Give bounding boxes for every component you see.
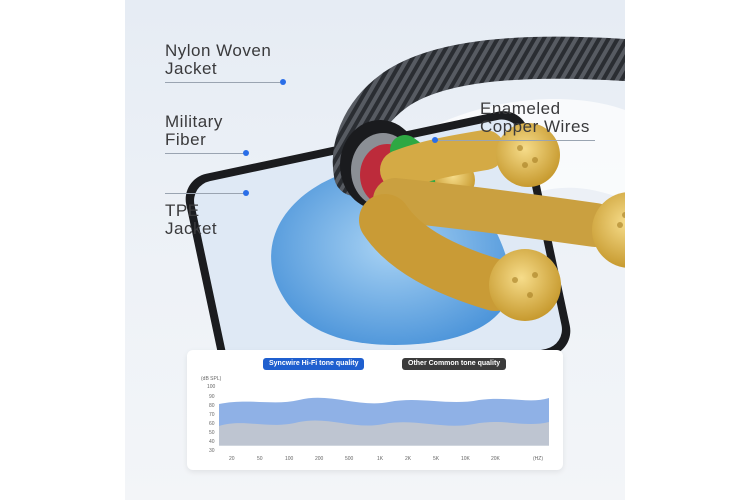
callout-military-dot xyxy=(243,150,249,156)
x-tick: 10K xyxy=(461,456,470,462)
y-axis-unit: (dB SPL) xyxy=(201,376,222,382)
callout-copper-rule xyxy=(435,140,595,141)
cable-illustration xyxy=(185,36,625,360)
x-tick: 500 xyxy=(345,456,354,462)
y-tick: 90 xyxy=(209,394,215,400)
x-tick: (HZ) xyxy=(533,456,543,462)
x-tick: 20 xyxy=(229,456,235,462)
callout-nylon-woven-jacket: Nylon Woven Jacket xyxy=(165,42,271,78)
callout-copper-line1: Enameled xyxy=(480,99,561,118)
callout-military-line1: Military xyxy=(165,112,223,131)
x-tick: 2K xyxy=(405,456,412,462)
y-tick: 30 xyxy=(209,448,215,454)
y-tick: 40 xyxy=(209,439,215,445)
y-tick: 80 xyxy=(209,403,215,409)
x-tick: 100 xyxy=(285,456,294,462)
callout-copper-dot xyxy=(432,137,438,143)
tone-quality-panel: Syncwire Hi-Fi tone quality Other Common… xyxy=(187,350,563,470)
y-tick: 70 xyxy=(209,412,215,418)
x-tick: 200 xyxy=(315,456,324,462)
callout-military-fiber: Military Fiber xyxy=(165,113,223,149)
callout-nylon-rule xyxy=(165,82,280,83)
legend-syncwire: Syncwire Hi-Fi tone quality xyxy=(263,358,365,370)
callout-nylon-line1: Nylon Woven xyxy=(165,41,272,60)
callout-copper-line2: Copper Wires xyxy=(480,117,590,136)
y-tick: 60 xyxy=(209,421,215,427)
legend-other: Other Common tone quality xyxy=(402,358,507,370)
x-tick: 5K xyxy=(433,456,440,462)
x-tick: 20K xyxy=(491,456,500,462)
x-tick: 50 xyxy=(257,456,263,462)
y-tick: 50 xyxy=(209,430,215,436)
callout-enameled-copper: Enameled Copper Wires xyxy=(480,100,590,136)
other-wave xyxy=(219,420,549,446)
product-image: Nylon Woven Jacket Military Fiber TPE Ja… xyxy=(125,0,625,500)
callout-nylon-dot xyxy=(280,79,286,85)
callout-military-rule xyxy=(165,153,245,154)
y-tick: 100 xyxy=(207,384,216,390)
callout-nylon-line2: Jacket xyxy=(165,59,218,78)
callout-tpe-line2: Jacket xyxy=(165,219,218,238)
callout-military-line2: Fiber xyxy=(165,130,207,149)
callout-tpe-dot xyxy=(243,190,249,196)
callout-tpe-rule xyxy=(165,193,245,194)
callout-tpe-line1: TPE xyxy=(165,201,200,220)
callout-tpe-jacket: TPE Jacket xyxy=(165,202,217,238)
x-tick: 1K xyxy=(377,456,384,462)
tone-waveform xyxy=(219,397,549,446)
